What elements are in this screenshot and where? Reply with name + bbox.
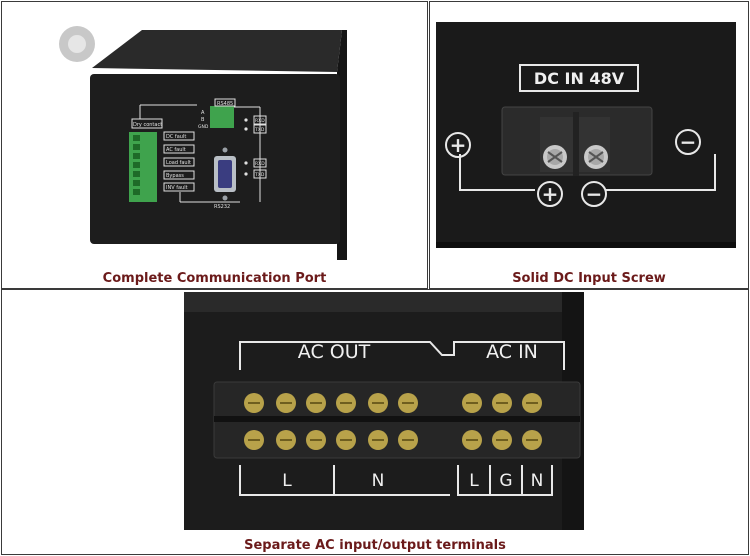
ac-terminals-photo: AC OUT AC IN L N L G N: [2, 290, 747, 530]
relay-label-dc-fault: DC fault: [166, 134, 186, 140]
ac-in-n-label: N: [531, 471, 544, 491]
caption-dc-input: Solid DC Input Screw: [512, 271, 666, 286]
ac-in-label: AC IN: [486, 341, 538, 363]
relay-label-load-fault: Load fault: [166, 160, 191, 166]
ac-terminals-panel: AC OUT AC IN L N L G N Separate AC input…: [1, 289, 749, 555]
rs232-label: RS232: [214, 204, 230, 210]
rs485-label: RS485: [217, 101, 233, 107]
rs485-txd-label: TXD: [254, 127, 265, 133]
caption-ac-terminals: Separate AC input/output terminals: [244, 538, 506, 553]
rs485-pin-gnd: GND: [198, 124, 209, 130]
dc-plus-left: +: [450, 133, 467, 157]
ac-in-g-label: G: [499, 471, 512, 491]
dc-minus-right: −: [680, 130, 697, 154]
rs485-pin-b: B: [201, 117, 205, 123]
dc-input-label: DC IN 48V: [534, 69, 625, 88]
rs232-txd-label: TXD: [254, 172, 265, 178]
dc-minus-bottom: −: [586, 182, 603, 206]
ac-out-l-label: L: [282, 471, 292, 491]
dc-input-photo: DC IN 48V + + − −: [430, 2, 747, 260]
caption-comm-port: Complete Communication Port: [102, 271, 327, 286]
dry-contact-label: Dry contact: [133, 122, 162, 128]
rs485-pin-a: A: [201, 110, 205, 116]
comm-port-photo: Dry contact RS485 RS232 A B GND RXD TXD …: [2, 2, 426, 260]
relay-label-inv-fault: INV fault: [166, 185, 188, 191]
comm-port-panel: Dry contact RS485 RS232 A B GND RXD TXD …: [1, 1, 428, 289]
ac-terminal-screws: [244, 393, 542, 450]
dc-plus-bottom: +: [542, 182, 559, 206]
ac-out-n-label: N: [372, 471, 385, 491]
ac-out-label: AC OUT: [298, 341, 371, 363]
dc-screw-negative: [584, 145, 608, 169]
dc-screw-positive: [543, 145, 567, 169]
relay-label-bypass: Bypass: [166, 173, 184, 179]
rs485-rxd-label: RXD: [255, 118, 265, 124]
relay-label-ac-fault: AC fault: [166, 147, 186, 153]
ac-in-l-label: L: [469, 471, 479, 491]
rs232-rxd-label: RXD: [255, 161, 265, 167]
dc-input-panel: DC IN 48V + + − −: [429, 1, 749, 289]
